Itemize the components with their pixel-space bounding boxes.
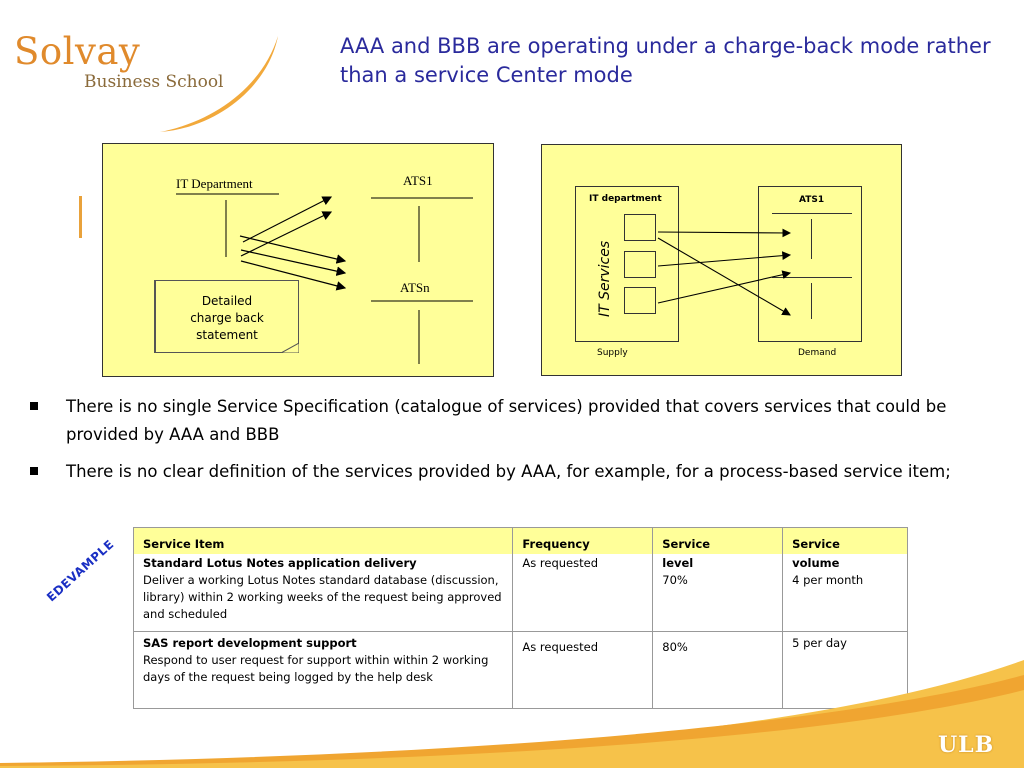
example-stamp: EDEVAMPLE bbox=[44, 536, 117, 605]
cell-volume: 5 per day bbox=[782, 630, 908, 709]
supply-label: Supply bbox=[597, 348, 628, 358]
bullet-text: There is no single Service Specification… bbox=[66, 397, 947, 444]
ats1-label: ATS1 bbox=[403, 173, 433, 188]
slide-title: AAA and BBB are operating under a charge… bbox=[340, 34, 991, 87]
cell-service-item: Standard Lotus Notes application deliver… bbox=[132, 554, 514, 632]
bullet-item: There is no single Service Specification… bbox=[30, 393, 990, 449]
it-department-box: IT department IT Services bbox=[575, 186, 679, 342]
header-service-item: Service Item bbox=[132, 527, 514, 554]
footer-wave bbox=[0, 660, 1024, 768]
logo-swoosh bbox=[160, 36, 278, 132]
bullet-text: There is no clear definition of the serv… bbox=[66, 462, 951, 481]
cell-service-item: SAS report development support Respond t… bbox=[132, 630, 514, 709]
table-row: SAS report development support Respond t… bbox=[132, 630, 908, 709]
header-continuation: level bbox=[662, 556, 694, 570]
service-box bbox=[624, 214, 656, 241]
it-department-label: IT Department bbox=[176, 176, 253, 191]
cell-frequency: As requested bbox=[512, 630, 654, 709]
level-value: 70% bbox=[662, 573, 688, 587]
service-table: Service Item Frequency Service Service S… bbox=[132, 527, 908, 709]
atsn-label: ATSn bbox=[400, 280, 430, 295]
divider bbox=[811, 219, 812, 259]
table-row: Standard Lotus Notes application deliver… bbox=[132, 554, 908, 632]
bullet-square-icon bbox=[30, 402, 38, 410]
logo-text-solvay: Solvay bbox=[14, 30, 141, 73]
chargeback-diagram: IT Department ATS1 ATSn Detailed charge … bbox=[102, 143, 494, 377]
bullet-square-icon bbox=[30, 467, 38, 475]
chargeback-diagram-lines bbox=[176, 193, 473, 364]
cell-volume: volume 4 per month bbox=[782, 554, 908, 632]
item-title: Standard Lotus Notes application deliver… bbox=[143, 556, 417, 570]
note-fold-icon bbox=[281, 343, 299, 353]
ats1-box: ATS1 bbox=[758, 186, 862, 342]
it-department-label: IT department bbox=[589, 194, 662, 204]
chargeback-statement-note: Detailed charge back statement bbox=[154, 280, 299, 353]
note-line: charge back bbox=[190, 311, 264, 325]
ats1-label: ATS1 bbox=[799, 195, 825, 205]
table-header-row: Service Item Frequency Service Service bbox=[132, 527, 908, 554]
ulb-logo: ULB bbox=[938, 732, 995, 758]
bullet-list: There is no single Service Specification… bbox=[30, 393, 990, 495]
item-description: Respond to user request for support with… bbox=[143, 652, 489, 684]
service-box bbox=[624, 287, 656, 314]
divider bbox=[811, 283, 812, 319]
demand-label: Demand bbox=[798, 348, 837, 358]
note-line: Detailed bbox=[201, 294, 253, 308]
cell-frequency: As requested bbox=[512, 554, 654, 632]
bullet-item: There is no clear definition of the serv… bbox=[30, 458, 990, 486]
note-line: statement bbox=[196, 328, 258, 342]
service-box bbox=[624, 251, 656, 278]
item-description: Deliver a working Lotus Notes standard d… bbox=[143, 573, 502, 621]
volume-value: 4 per month bbox=[792, 573, 864, 587]
header-continuation: volume bbox=[792, 556, 840, 570]
cell-level: 80% bbox=[652, 630, 784, 709]
cell-level: level 70% bbox=[652, 554, 784, 632]
supply-demand-arrows bbox=[657, 228, 792, 316]
divider bbox=[772, 213, 852, 214]
header-frequency: Frequency bbox=[512, 527, 654, 554]
side-marker bbox=[79, 196, 82, 238]
supply-demand-diagram: IT department IT Services ATS1 Supply De… bbox=[541, 144, 902, 376]
divider bbox=[772, 277, 852, 278]
logo-text-business-school: Business School bbox=[84, 72, 224, 92]
header-service-volume: Service bbox=[782, 527, 908, 554]
header-service-level: Service bbox=[652, 527, 784, 554]
solvay-logo: Solvay Business School bbox=[0, 0, 300, 150]
item-title: SAS report development support bbox=[143, 635, 357, 650]
